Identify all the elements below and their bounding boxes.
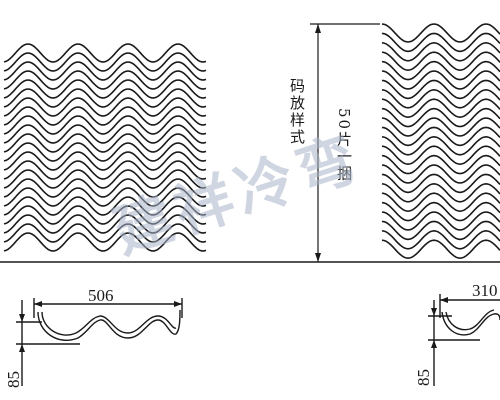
sheet-line: [3, 133, 207, 153]
sheet-line: [3, 88, 207, 108]
sheet-line: [3, 115, 207, 135]
sheet-line: [3, 79, 207, 99]
sheet-line: [381, 229, 500, 250]
left-sheet-stack: [3, 43, 207, 252]
sheet-line: [3, 205, 207, 225]
sheet-line: [381, 126, 500, 147]
sheet-line: [381, 211, 500, 231]
left-profile-section: [16, 298, 183, 386]
sheet-line: [381, 192, 500, 213]
sheet-line: [381, 79, 500, 100]
sheet-line: [381, 60, 500, 81]
sheet-line: [3, 52, 207, 72]
sheet-line: [381, 135, 500, 156]
sheet-line: [3, 178, 207, 198]
sheet-line: [3, 232, 207, 252]
left-profile-outline: [37, 309, 181, 341]
sheet-line: [3, 70, 207, 90]
sheet-line: [381, 41, 500, 62]
sheet-line: [3, 97, 207, 117]
sheet-line: [381, 51, 500, 72]
sheet-line: [3, 61, 207, 81]
sheet-line: [3, 187, 207, 207]
right-width-dimension: 310: [472, 281, 498, 300]
sheet-line: [3, 124, 207, 144]
right-profile-outline: [441, 311, 500, 336]
sheet-line: [3, 106, 207, 126]
sheet-line: [381, 164, 500, 184]
sheet-line: [381, 239, 500, 260]
left-height-dimension: 85: [4, 371, 23, 388]
sheet-line: [381, 107, 500, 128]
sheet-line: [381, 98, 500, 119]
sheet-line: [3, 196, 207, 216]
left-profile-inner: [41, 311, 177, 336]
sheet-line: [381, 154, 500, 175]
sheet-line: [381, 32, 500, 53]
sheet-line: [3, 160, 207, 180]
sheet-line: [3, 214, 207, 234]
right-profile-inner: [445, 309, 495, 331]
stack-style-label: 码放样式: [288, 78, 306, 146]
sheet-line: [381, 145, 500, 166]
sheet-line: [3, 43, 207, 63]
sheet-line: [3, 169, 207, 189]
sheet-line: [381, 70, 500, 90]
left-width-dimension: 506: [88, 286, 114, 305]
sheet-line: [3, 151, 207, 171]
right-profile-section: [428, 294, 500, 386]
sheet-line: [3, 142, 207, 162]
sheet-line: [381, 23, 500, 43]
right-sheet-stack: [381, 23, 500, 260]
stack-height-dimension: [310, 23, 380, 262]
sheet-line: [381, 88, 500, 109]
sheet-line: [381, 117, 500, 137]
sheet-line: [3, 223, 207, 243]
sheet-line: [381, 182, 500, 203]
bundle-count-label: 50片一捆: [335, 108, 353, 183]
sheet-line: [381, 220, 500, 241]
sheet-line: [381, 201, 500, 222]
sheet-line: [381, 173, 500, 194]
right-height-dimension: 85: [414, 369, 433, 386]
